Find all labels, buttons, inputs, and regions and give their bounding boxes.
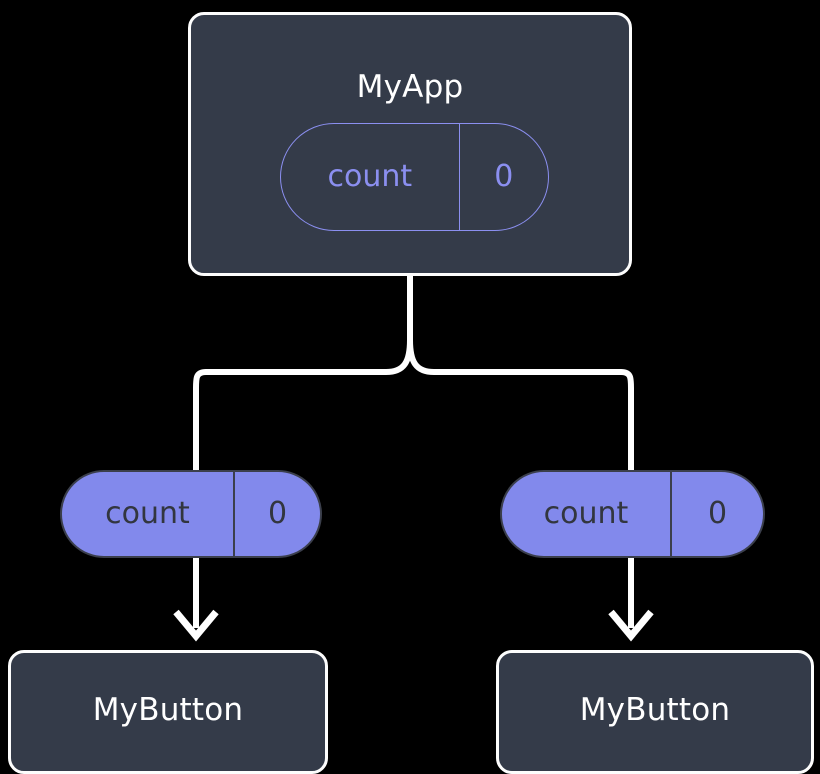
- prop-pill-right[interactable]: count 0: [500, 470, 765, 558]
- prop-pill-left[interactable]: count 0: [60, 470, 322, 558]
- arrowhead-right-icon: [608, 609, 654, 642]
- component-node-myapp[interactable]: MyApp count 0: [188, 12, 632, 276]
- component-node-mybutton-right-label: MyButton: [579, 692, 731, 728]
- state-pill-value: 0: [458, 124, 548, 230]
- state-pill-count[interactable]: count 0: [280, 123, 549, 231]
- component-node-mybutton-right[interactable]: MyButton: [496, 650, 814, 774]
- arrowhead-left-icon: [173, 609, 219, 642]
- prop-pill-left-value: 0: [233, 472, 320, 556]
- prop-pill-left-key: count: [105, 496, 190, 531]
- component-node-mybutton-left[interactable]: MyButton: [8, 650, 328, 774]
- prop-pill-right-key: count: [543, 496, 629, 531]
- wire-root-to-right-prop: [407, 276, 634, 474]
- component-node-myapp-label: MyApp: [356, 69, 464, 105]
- prop-pill-right-value: 0: [670, 472, 763, 556]
- wire-root-to-left-prop: [193, 276, 413, 474]
- state-pill-key: count: [327, 159, 413, 194]
- component-node-mybutton-left-label: MyButton: [92, 692, 244, 728]
